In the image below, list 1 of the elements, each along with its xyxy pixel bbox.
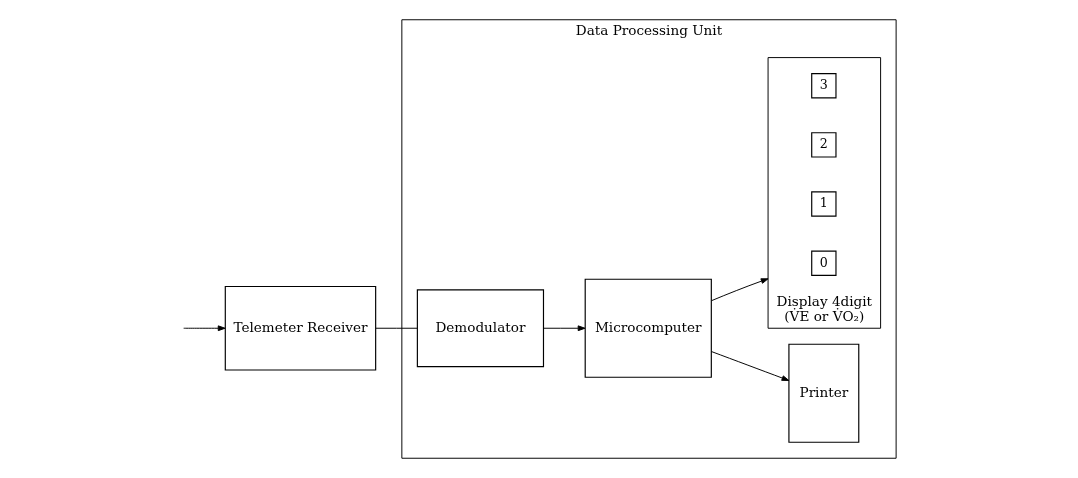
node-label: Display 4digit: [776, 293, 872, 310]
